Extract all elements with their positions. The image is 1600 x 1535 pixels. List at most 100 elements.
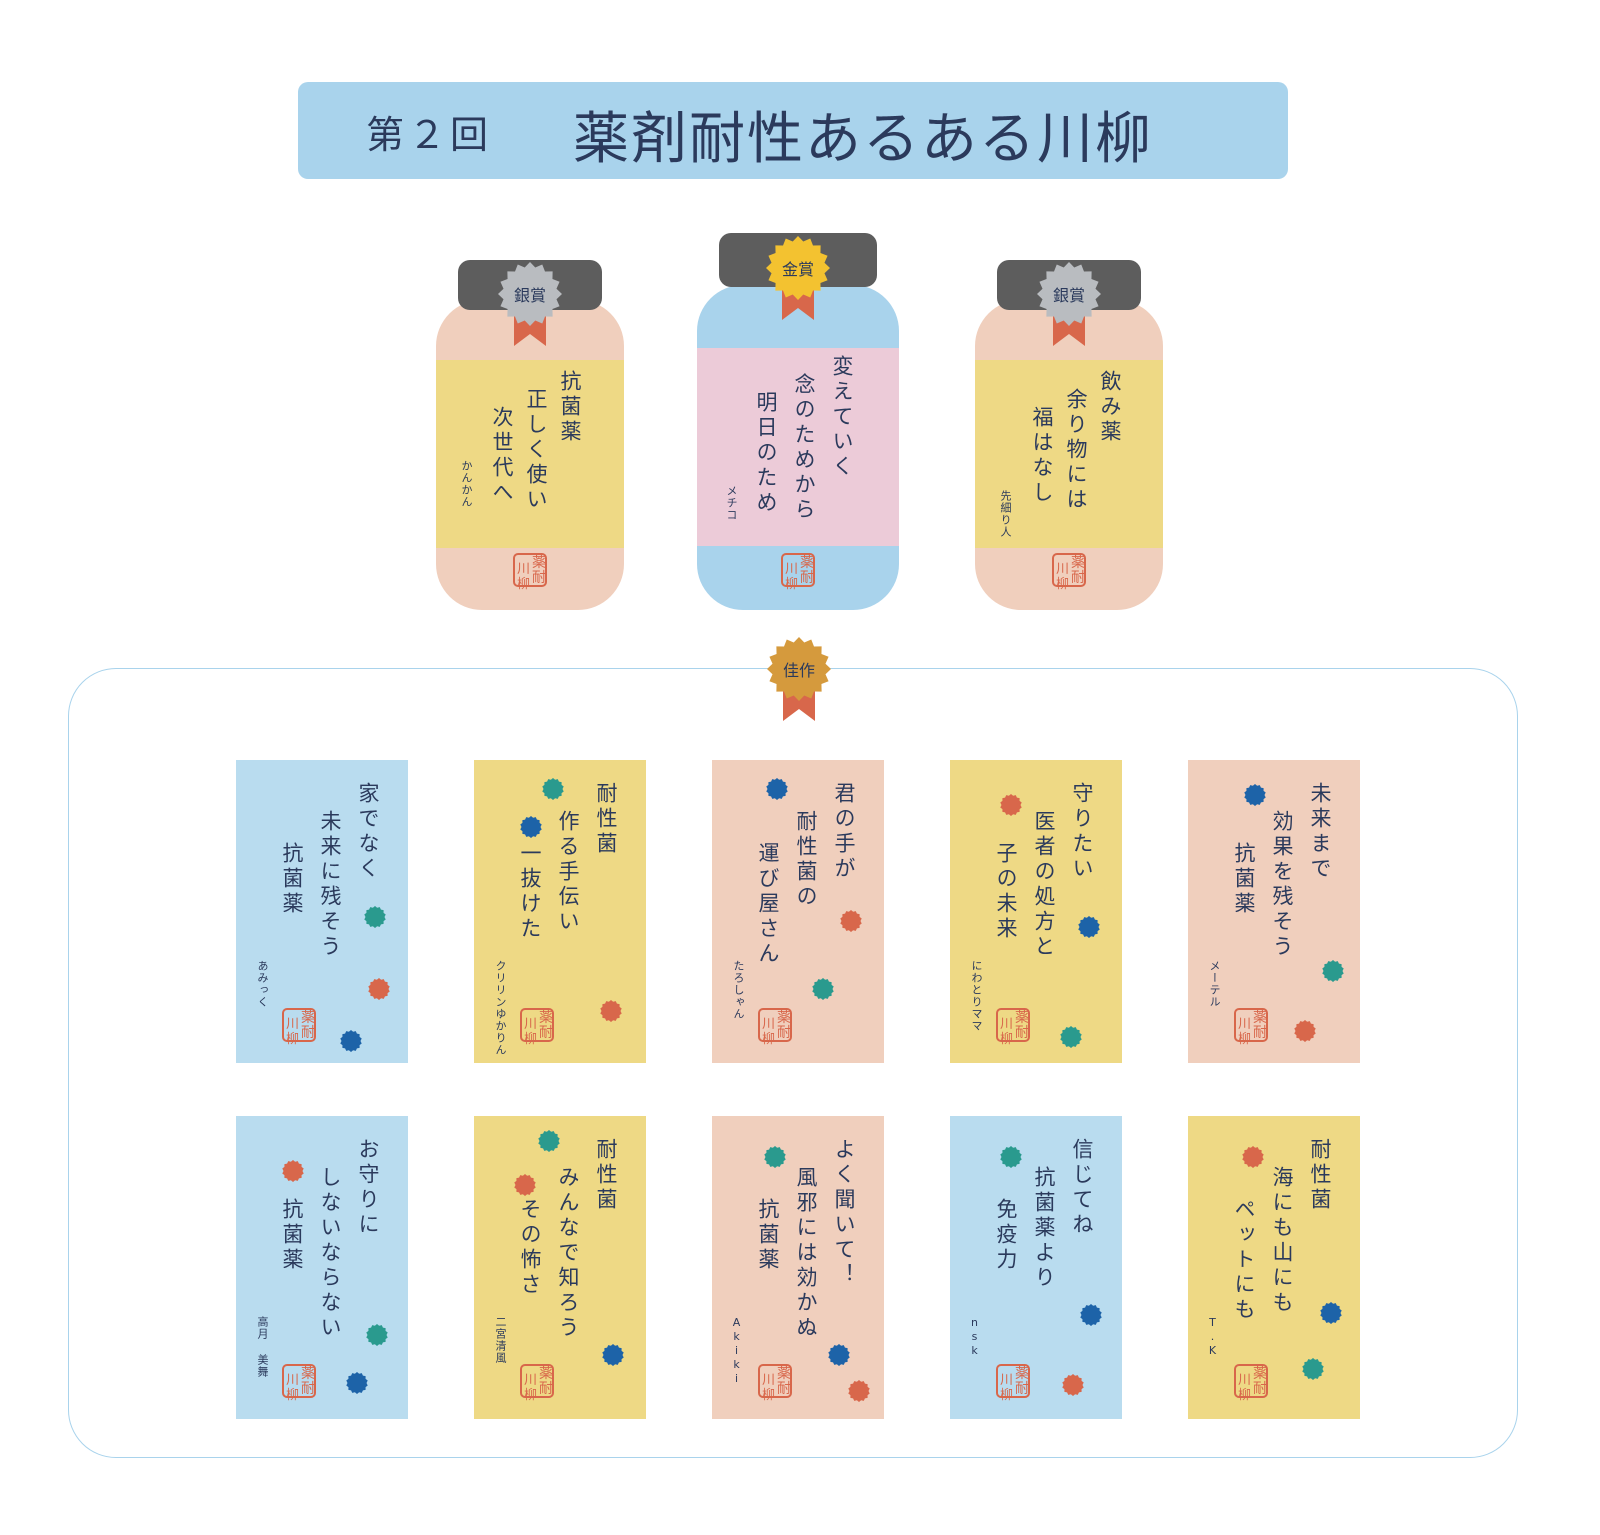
jar-body [975,300,1163,610]
title-banner: 第２回 薬剤耐性あるある川柳 [298,82,1288,179]
honorable-card: 耐性菌みんなで知ろうその怖さ二宮清風薬川耐柳 [474,1116,646,1419]
poem-line: 耐性菌 [594,782,618,857]
silver-badge: 銀賞 [1037,262,1101,346]
poem-line: 子の未来 [994,842,1018,942]
poem-line: 抗菌薬 [280,842,304,917]
author-name: あみっく [256,960,269,1008]
decorative-dot-icon [600,1000,622,1022]
poem-line: よく聞いて！ [832,1138,856,1288]
honorable-card: 守りたい医者の処方と子の未来にわとりママ薬川耐柳 [950,760,1122,1063]
decorative-dot-icon [520,816,542,838]
decorative-dot-icon [1242,1146,1264,1168]
honorable-card: 家でなく未来に残そう抗菌薬あみっく薬川耐柳 [236,760,408,1063]
poem-line: 念のためから [792,373,816,523]
author-name: メーテル [1208,960,1221,1008]
decorative-dot-icon [368,978,390,1000]
author-name: T.K [1206,1316,1219,1358]
page-title: 薬剤耐性あるある川柳 [573,107,1153,172]
decorative-dot-icon [764,1146,786,1168]
honorable-card: 未来まで効果を残そう抗菌薬メーテル薬川耐柳 [1188,760,1360,1063]
seal-stamp-icon: 薬川耐柳 [996,1364,1030,1403]
poem-line: みんなで知ろう [556,1166,580,1341]
decorative-dot-icon [840,910,862,932]
seal-stamp-icon: 薬川耐柳 [513,553,547,592]
author-name: クリリンゆかりん [494,960,507,1056]
seal-stamp-icon: 薬川耐柳 [758,1008,792,1047]
author-name: メチコ [725,485,738,521]
poem-line: 変えていく [830,355,854,480]
decorative-dot-icon [602,1344,624,1366]
decorative-dot-icon [542,778,564,800]
decorative-dot-icon [848,1380,870,1402]
rosette-icon [766,236,830,300]
poem-line: しないならない [318,1166,342,1341]
seal-stamp-icon: 薬川耐柳 [282,1008,316,1047]
honorable-card: 耐性菌作る手伝い一抜けたクリリンゆかりん薬川耐柳 [474,760,646,1063]
poem-line: 信じてね [1070,1138,1094,1238]
badge-rank-label: 銀賞 [513,286,546,305]
poem-line: 医者の処方と [1032,810,1056,960]
poem-line: 正しく使い [524,388,548,513]
jar-body [697,285,899,610]
poem-line: 作る手伝い [556,810,580,935]
poem-line: 耐性菌 [594,1138,618,1213]
poem-line: 余り物には [1064,388,1088,513]
poem-line: その怖さ [518,1198,542,1298]
decorative-dot-icon [1320,1302,1342,1324]
decorative-dot-icon [538,1130,560,1152]
jar-label [975,360,1163,548]
author-name: かんかん [460,460,473,508]
decorative-dot-icon [1060,1026,1082,1048]
badge-rank-label: 銀賞 [1052,286,1085,305]
decorative-dot-icon [828,1344,850,1366]
decorative-dot-icon [1000,794,1022,816]
gold-badge: 金賞 [766,236,830,320]
honorable-card: 君の手が耐性菌の運び屋さんたろしゃん薬川耐柳 [712,760,884,1063]
poem-line: 次世代へ [490,406,514,506]
decorative-dot-icon [1062,1374,1084,1396]
silver-badge: 銀賞 [498,262,562,346]
poem-line: 未来まで [1308,782,1332,882]
decorative-dot-icon [514,1174,536,1196]
poem-line: 抗菌薬 [1232,842,1256,917]
rosette-icon [498,262,562,326]
poem-line: 風邪には効かぬ [794,1166,818,1341]
poem-line: 守りたい [1070,782,1094,882]
seal-stamp-icon: 薬川耐柳 [996,1008,1030,1047]
decorative-dot-icon [366,1324,388,1346]
decorative-dot-icon [1302,1358,1324,1380]
decorative-dot-icon [1078,916,1100,938]
poem-line: 抗菌薬 [756,1198,780,1273]
seal-stamp-icon: 薬川耐柳 [1234,1008,1268,1047]
seal-stamp-icon: 薬川耐柳 [282,1364,316,1403]
poem-line: 未来に残そう [318,810,342,960]
author-name: 高月 美舞 [256,1316,269,1378]
author-name: 先細り人 [999,490,1012,538]
decorative-dot-icon [1322,960,1344,982]
decorative-dot-icon [1000,1146,1022,1168]
decorative-dot-icon [346,1372,368,1394]
title-round: 第２回 [366,113,493,157]
honorable-card: お守りにしないならない抗菌薬高月 美舞薬川耐柳 [236,1116,408,1419]
decorative-dot-icon [340,1030,362,1052]
poem-line: 効果を残そう [1270,810,1294,960]
jar-label [697,348,899,546]
author-name: 二宮清風 [494,1316,507,1364]
poem-line: 抗菌薬より [1032,1166,1056,1291]
poem-line: 免疫力 [994,1198,1018,1273]
badge-rank-label: 金賞 [781,260,814,279]
jar-label [436,360,624,548]
decorative-dot-icon [1080,1304,1102,1326]
poem-line: 明日のため [754,391,778,516]
rosette-icon [1037,262,1101,326]
decorative-dot-icon [766,778,788,800]
seal-stamp-icon: 薬川耐柳 [520,1008,554,1047]
decorative-dot-icon [812,978,834,1000]
poem-line: 家でなく [356,782,380,882]
poem-line: 耐性菌 [1308,1138,1332,1213]
poem-line: 耐性菌の [794,810,818,910]
poem-line: 抗菌薬 [558,370,582,445]
